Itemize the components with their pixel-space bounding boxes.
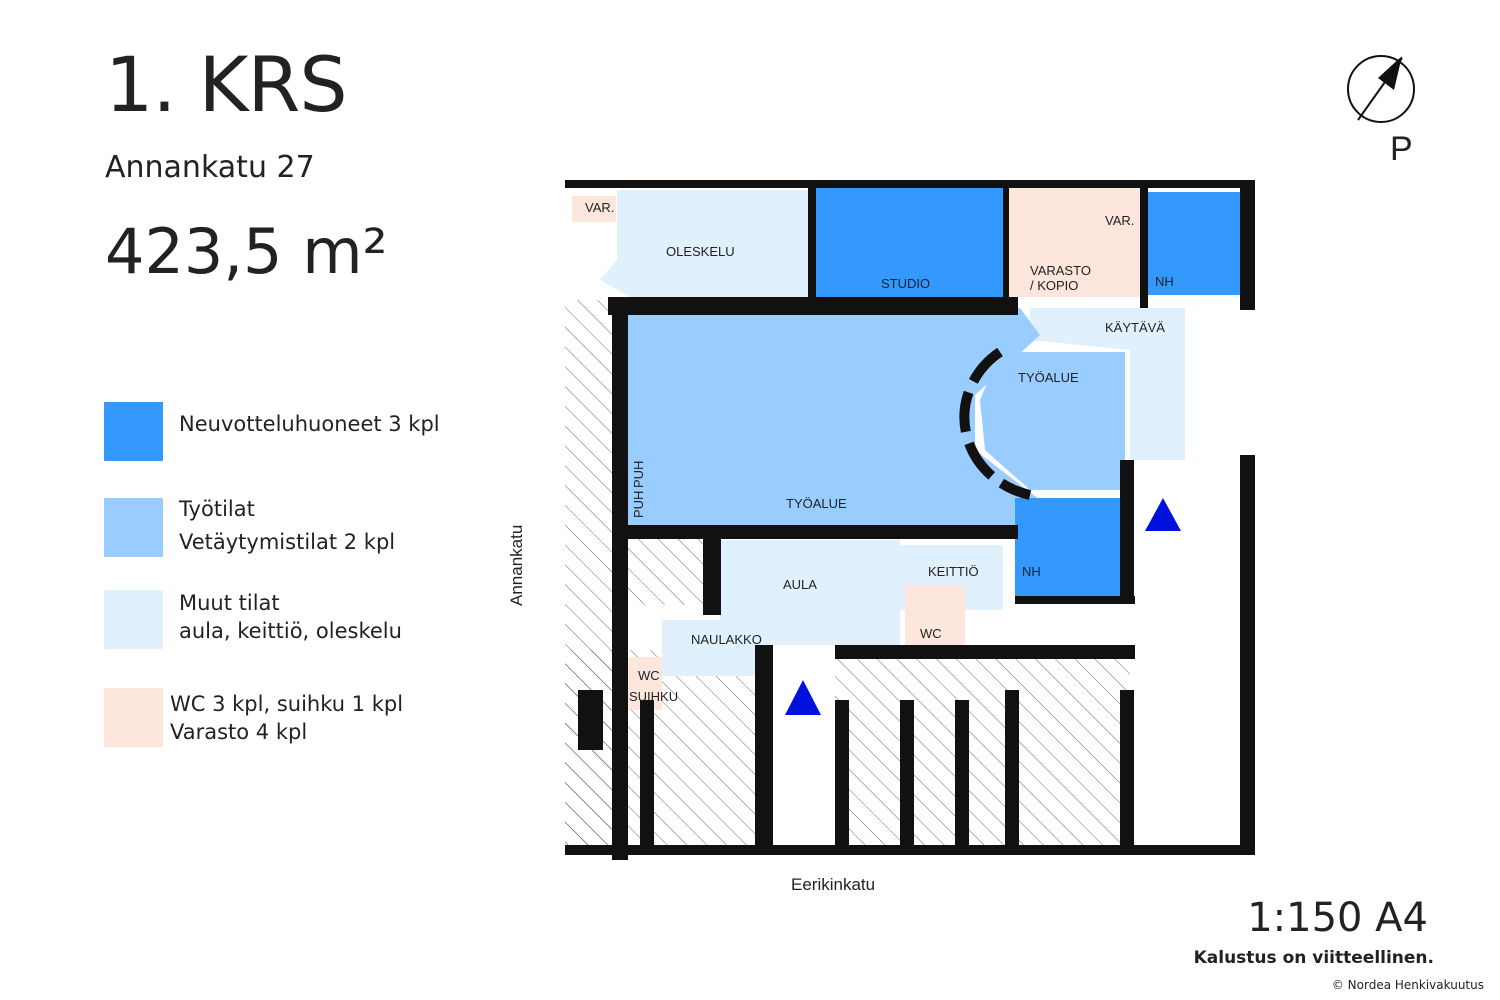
room-label: NH <box>1022 564 1041 579</box>
room-label: PUH <box>631 491 646 518</box>
legend-swatch-wc <box>104 688 163 747</box>
legend-swatch-meeting <box>104 402 163 461</box>
room-var <box>572 196 616 222</box>
entrance-hall <box>1135 650 1235 855</box>
room-label: AULA <box>783 577 817 592</box>
copyright: © Nordea Henkivakuutus <box>1331 978 1484 992</box>
room-nh-north <box>1148 192 1240 295</box>
hatched-area <box>628 530 703 605</box>
curved-wall <box>959 347 1032 500</box>
room-label: SUIHKU <box>629 689 678 704</box>
room-wc <box>905 585 965 645</box>
north-arrow-icon <box>1347 55 1415 123</box>
room-tyoalue-east <box>980 352 1125 490</box>
room-label: NH <box>1155 274 1174 289</box>
room-label: KÄYTÄVÄ <box>1105 320 1165 335</box>
room-label: WC <box>920 626 942 641</box>
street-label-west: Annankatu <box>507 525 526 606</box>
legend-label: Neuvotteluhuoneet 3 kpl <box>179 412 440 436</box>
legend-label: Varasto 4 kpl <box>170 720 308 744</box>
scale-label: 1:150 A4 <box>1247 895 1428 941</box>
room-label: WC <box>638 668 660 683</box>
floor-area: 423,5 m² <box>105 215 388 288</box>
floor-title: 1. KRS <box>105 40 348 129</box>
legend-swatch-work <box>104 498 163 557</box>
street-label-south: Eerikinkatu <box>791 875 875 894</box>
north-label: P <box>1390 130 1413 168</box>
legend-swatch-other <box>104 590 163 649</box>
room-label: VARASTO <box>1030 263 1091 278</box>
room-label: / KOPIO <box>1030 278 1078 293</box>
room-oleskelu <box>600 190 815 297</box>
address: Annankatu 27 <box>105 150 315 185</box>
entrance-triangle-icon <box>1145 498 1181 531</box>
legend-label: Työtilat <box>179 497 255 521</box>
room-label: TYÖALUE <box>1018 370 1079 385</box>
room-label: STUDIO <box>881 276 930 291</box>
room-label: TYÖALUE <box>786 496 847 511</box>
room-label: NAULAKKO <box>691 632 762 647</box>
room-tyoalue-main <box>628 308 1040 528</box>
legend-label: Muut tilat <box>179 591 280 615</box>
room-naulakko <box>662 620 757 676</box>
furniture-note: Kalustus on viitteellinen. <box>1193 948 1434 968</box>
room-label: OLESKELU <box>666 244 735 259</box>
entrance-hall <box>770 650 835 855</box>
walls <box>565 180 1255 860</box>
room-label: VAR. <box>1105 213 1134 228</box>
room-studio <box>815 188 1003 297</box>
legend-label: aula, keittiö, oleskelu <box>179 619 402 643</box>
room-label: PUH <box>631 461 646 488</box>
room-label: KEITTIÖ <box>928 564 979 579</box>
room-kaytava <box>1030 308 1185 460</box>
room-varasto <box>1003 188 1140 297</box>
room-label: VAR. <box>585 200 614 215</box>
room-nh-south <box>1015 498 1120 596</box>
entrance-triangle-icon <box>785 680 821 715</box>
legend-label: WC 3 kpl, suihku 1 kpl <box>170 692 404 716</box>
legend-label: Vetäytymistilat 2 kpl <box>179 530 396 554</box>
